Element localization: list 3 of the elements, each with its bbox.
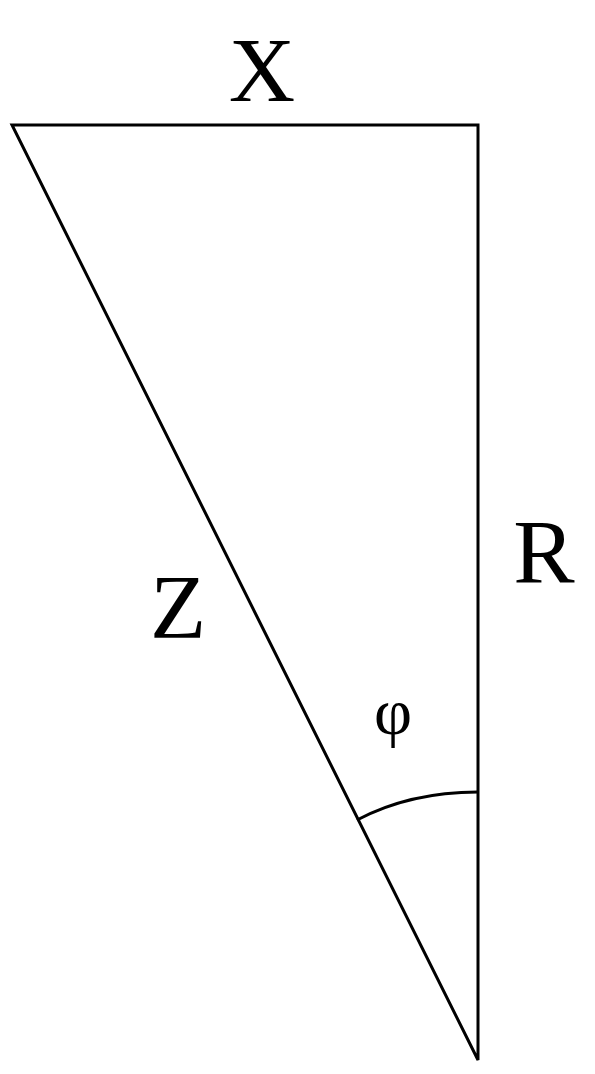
side-label: R [513,506,575,598]
side-label: Z [149,561,207,653]
side-label: X [228,24,296,116]
